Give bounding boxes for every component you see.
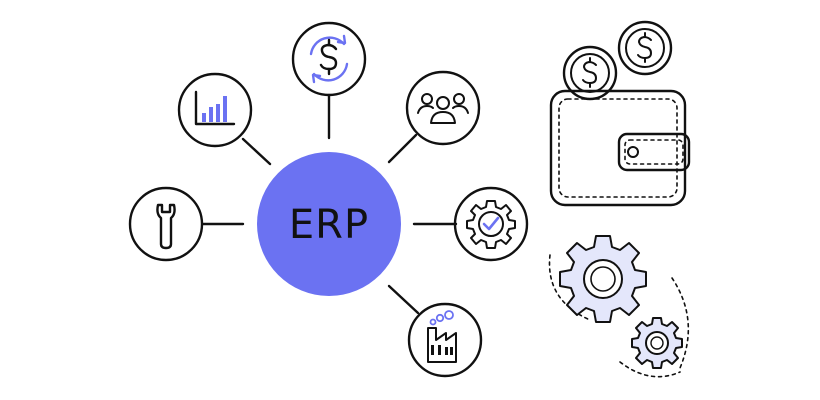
- gear-check-icon: [466, 200, 516, 249]
- erp-hub-label: ERP: [289, 202, 369, 248]
- node-analytics: [177, 72, 253, 148]
- erp-hub-circle: [257, 152, 401, 296]
- node-people: [405, 70, 481, 146]
- node-people-circle: [405, 70, 481, 146]
- wrench-icon: [156, 203, 176, 250]
- node-finance: [291, 21, 367, 97]
- node-manufacturing: [407, 302, 483, 378]
- node-manufacturing-circle: [407, 302, 483, 378]
- connectors: [201, 93, 458, 315]
- connector-analytics: [241, 137, 272, 166]
- erp-hub: ERP: [257, 152, 401, 296]
- node-analytics-circle: [177, 72, 253, 148]
- group-icon: [417, 93, 469, 124]
- node-settings: [453, 186, 529, 262]
- dollar-cycle-icon: [309, 34, 349, 84]
- connector-people: [387, 133, 418, 164]
- gears-icon: [548, 235, 690, 378]
- wallet-coins-icon: [549, 20, 691, 207]
- factory-icon: [427, 310, 457, 363]
- node-tools: [128, 186, 204, 262]
- node-finance-circle: [291, 21, 367, 97]
- connector-manufacturing: [387, 284, 420, 315]
- bar-chart-icon: [194, 90, 236, 126]
- node-tools-circle: [128, 186, 204, 262]
- node-settings-circle: [453, 186, 529, 262]
